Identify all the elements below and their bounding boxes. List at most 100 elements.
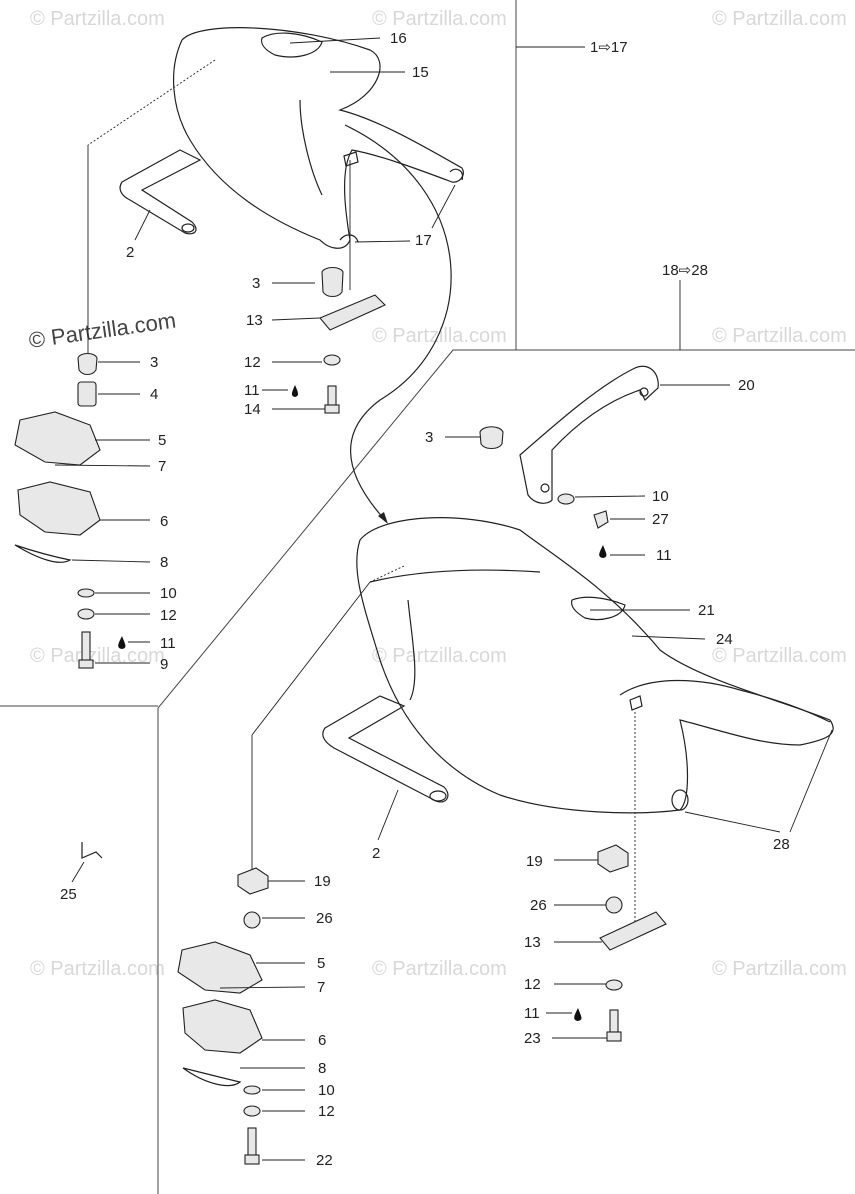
watermark: © Partzilla.com <box>30 645 165 667</box>
seat-key-body <box>322 695 449 803</box>
square-nut-19 <box>237 867 269 895</box>
callout-5: 5 <box>158 432 166 449</box>
lock-washer-12 <box>77 608 95 620</box>
callout-19: 19 <box>314 873 331 890</box>
callout-6: 6 <box>318 1032 326 1049</box>
leader-17 <box>354 240 411 243</box>
threadlocker-drop-icon <box>291 385 299 397</box>
callout-7: 7 <box>317 979 325 996</box>
upper-left-lock-assembly <box>14 352 126 669</box>
callout-12: 12 <box>244 354 261 371</box>
callout-12: 12 <box>318 1103 335 1120</box>
screw-27 <box>593 510 609 529</box>
seat-key-end <box>429 790 447 802</box>
callout-21: 21 <box>698 602 715 619</box>
watermark: © Partzilla.com <box>30 8 165 30</box>
rubber-cap <box>479 426 504 450</box>
callout-10: 10 <box>318 1082 335 1099</box>
retaining-clip-8 <box>182 1067 242 1087</box>
callout-15: 15 <box>412 64 429 81</box>
seat-key-body <box>119 149 202 235</box>
threadlocker-drop-icon <box>574 1008 582 1021</box>
square-nut-19 <box>597 844 629 873</box>
passenger-seat <box>173 27 464 249</box>
lower-right-fasteners <box>574 844 667 1042</box>
seat-hook <box>671 789 689 811</box>
watermark-layer: © Partzilla.com © Partzilla.com © Partzi… <box>27 8 847 980</box>
leader-17 <box>431 184 456 229</box>
callout-17: 17 <box>415 232 432 249</box>
watermark: © Partzilla.com <box>372 645 507 667</box>
watermark: © Partzilla.com <box>712 645 847 667</box>
leader-28 <box>684 811 781 833</box>
lock-washer-12 <box>243 1105 261 1117</box>
seat-clip <box>629 695 643 711</box>
screw-14 <box>327 385 337 407</box>
lock-base-6 <box>182 999 263 1054</box>
seat-contour <box>299 99 323 196</box>
upper-group-range: 1⇨17 <box>590 39 628 56</box>
hex-nut-26 <box>243 911 261 929</box>
watermark: © Partzilla.com <box>372 958 507 980</box>
bracket-13 <box>599 911 667 951</box>
passenger-seat-insert <box>260 32 323 58</box>
callout-11: 11 <box>524 1005 540 1022</box>
seat-key-end <box>181 223 195 233</box>
seat-tip <box>449 168 464 181</box>
washer-10 <box>243 1085 261 1095</box>
upper-middle-parts <box>291 266 386 414</box>
callout-22: 22 <box>316 1152 333 1169</box>
watermark: © Partzilla.com <box>712 958 847 980</box>
callout-27: 27 <box>652 511 669 528</box>
bolt-9 <box>81 631 91 663</box>
callout-6: 6 <box>160 513 168 530</box>
arrow-head-icon <box>378 512 388 524</box>
washer-12 <box>323 354 341 366</box>
seat-rear-lip <box>619 679 831 723</box>
screw-head <box>324 404 340 414</box>
watermark: © Partzilla.com <box>372 325 507 347</box>
callout-26: 26 <box>316 910 333 927</box>
callout-8: 8 <box>160 554 168 571</box>
assembly-arrow <box>344 124 452 521</box>
callout-8: 8 <box>318 1060 326 1077</box>
callout-10: 10 <box>652 488 669 505</box>
callout-11: 11 <box>160 635 176 652</box>
leader-10 <box>574 495 646 498</box>
callout-4: 4 <box>150 386 158 403</box>
callout-24: 24 <box>716 631 733 648</box>
leader-2 <box>134 209 151 241</box>
callout-26: 26 <box>530 897 547 914</box>
watermark: © Partzilla.com <box>712 8 847 30</box>
callout-19: 19 <box>526 853 543 870</box>
grab-handle <box>479 365 659 558</box>
assembly-line <box>87 59 216 146</box>
callout-16: 16 <box>390 30 407 47</box>
screw-23 <box>609 1009 619 1033</box>
hex-nut-26 <box>605 896 623 914</box>
watermark: © Partzilla.com <box>30 958 165 980</box>
callout-12: 12 <box>160 607 177 624</box>
callout-25: 25 <box>60 886 77 903</box>
callout-28: 28 <box>773 836 790 853</box>
callout-14: 14 <box>244 401 261 418</box>
callout-3: 3 <box>425 429 433 446</box>
callout-23: 23 <box>524 1030 541 1047</box>
leader-7 <box>219 986 306 989</box>
leader-24 <box>631 635 706 640</box>
callout-3: 3 <box>252 275 260 292</box>
callout-3: 3 <box>150 354 158 371</box>
watermark: © Partzilla.com <box>712 325 847 347</box>
leader-16 <box>289 37 381 44</box>
callout-2: 2 <box>372 845 380 862</box>
lock-base-6 <box>17 481 101 536</box>
seat-contour <box>407 599 416 701</box>
callout-11: 11 <box>656 547 672 564</box>
lower-left-lock-assembly <box>177 867 269 1165</box>
retaining-clip-8 <box>14 544 72 563</box>
callout-13: 13 <box>524 934 541 951</box>
leader-25 <box>71 861 85 883</box>
